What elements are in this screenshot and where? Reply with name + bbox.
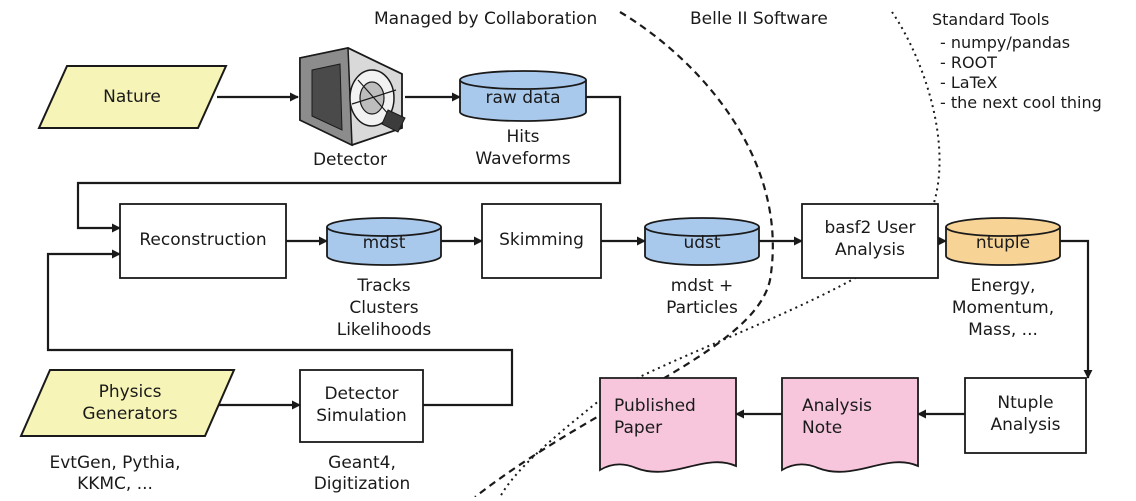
mdst-caption-line: Tracks <box>357 276 411 296</box>
ntuple-analysis-label-line: Ntuple <box>997 393 1054 413</box>
ntuple-caption-line: Mass, ... <box>968 320 1038 340</box>
basf2-label-line: Analysis <box>834 240 906 260</box>
ntuple-analysis-box <box>964 377 1087 454</box>
arrow-raw-reconstruction <box>76 95 622 233</box>
generators-label-line: Generators <box>82 404 178 424</box>
raw-data-label: raw data <box>485 88 561 108</box>
udst-store <box>644 217 760 266</box>
tool-item: - numpy/pandas <box>940 33 1071 52</box>
nature-label: Nature <box>103 87 161 107</box>
collaboration-boundary <box>474 11 774 498</box>
basf2-label-line: basf2 User <box>824 218 916 238</box>
ntuple-store <box>945 217 1061 266</box>
simulation-box <box>299 369 424 443</box>
udst-caption-line: Particles <box>666 298 738 318</box>
reconstruction-label: Reconstruction <box>139 230 267 250</box>
ntuple-analysis-label-line: Analysis <box>990 415 1061 435</box>
basf2-box <box>801 203 939 279</box>
tool-item: - LaTeX <box>940 73 998 92</box>
simulation-label-line: Simulation <box>316 406 407 426</box>
generators-caption-line: KKMC, ... <box>77 474 153 494</box>
generators-input-shape <box>19 369 236 437</box>
software-boundary <box>499 11 941 498</box>
udst-caption-line: mdst + <box>670 276 734 296</box>
ntuple-label: ntuple <box>975 233 1031 253</box>
raw-data-caption-line: Waveforms <box>475 149 571 169</box>
published-paper-label-line: Paper <box>614 418 663 438</box>
reconstruction-box <box>119 203 287 279</box>
detector-label: Detector <box>312 150 388 170</box>
mdst-label: mdst <box>362 233 406 253</box>
region-label-collaboration: Managed by Collaboration <box>374 9 598 29</box>
analysis-note-label-line: Note <box>802 418 843 438</box>
detector-icon <box>299 47 406 147</box>
simulation-caption-line: Geant4, <box>328 453 396 473</box>
arrow-ntuple-analysis <box>1060 239 1093 379</box>
published-paper-label-line: Published <box>614 396 696 416</box>
tool-item: - ROOT <box>940 53 997 72</box>
generators-label-line: Physics <box>98 382 162 402</box>
simulation-caption-line: Digitization <box>313 474 411 494</box>
udst-label: udst <box>683 233 721 253</box>
skimming-label: Skimming <box>499 230 584 250</box>
generators-caption-line: EvtGen, Pythia, <box>49 453 181 473</box>
skimming-box <box>481 203 602 279</box>
region-label-software: Belle II Software <box>690 9 828 29</box>
mdst-store <box>326 217 442 266</box>
nature-input-shape <box>37 65 228 129</box>
simulation-label-line: Detector <box>324 384 399 404</box>
tool-item: - the next cool thing <box>940 93 1102 112</box>
analysis-note-label-line: Analysis <box>802 396 873 416</box>
ntuple-caption-line: Momentum, <box>951 298 1055 318</box>
raw-data-caption-line: Hits <box>506 127 540 147</box>
published-paper-doc <box>599 377 737 473</box>
analysis-note-doc <box>781 377 919 473</box>
arrow-simulation-reconstruction <box>46 249 514 407</box>
mdst-caption-line: Clusters <box>349 298 419 318</box>
mdst-caption-line: Likelihoods <box>336 320 432 340</box>
raw-data-store <box>459 70 587 122</box>
region-label-standard-tools: Standard Tools <box>932 10 1050 29</box>
ntuple-caption-line: Energy, <box>970 276 1036 296</box>
